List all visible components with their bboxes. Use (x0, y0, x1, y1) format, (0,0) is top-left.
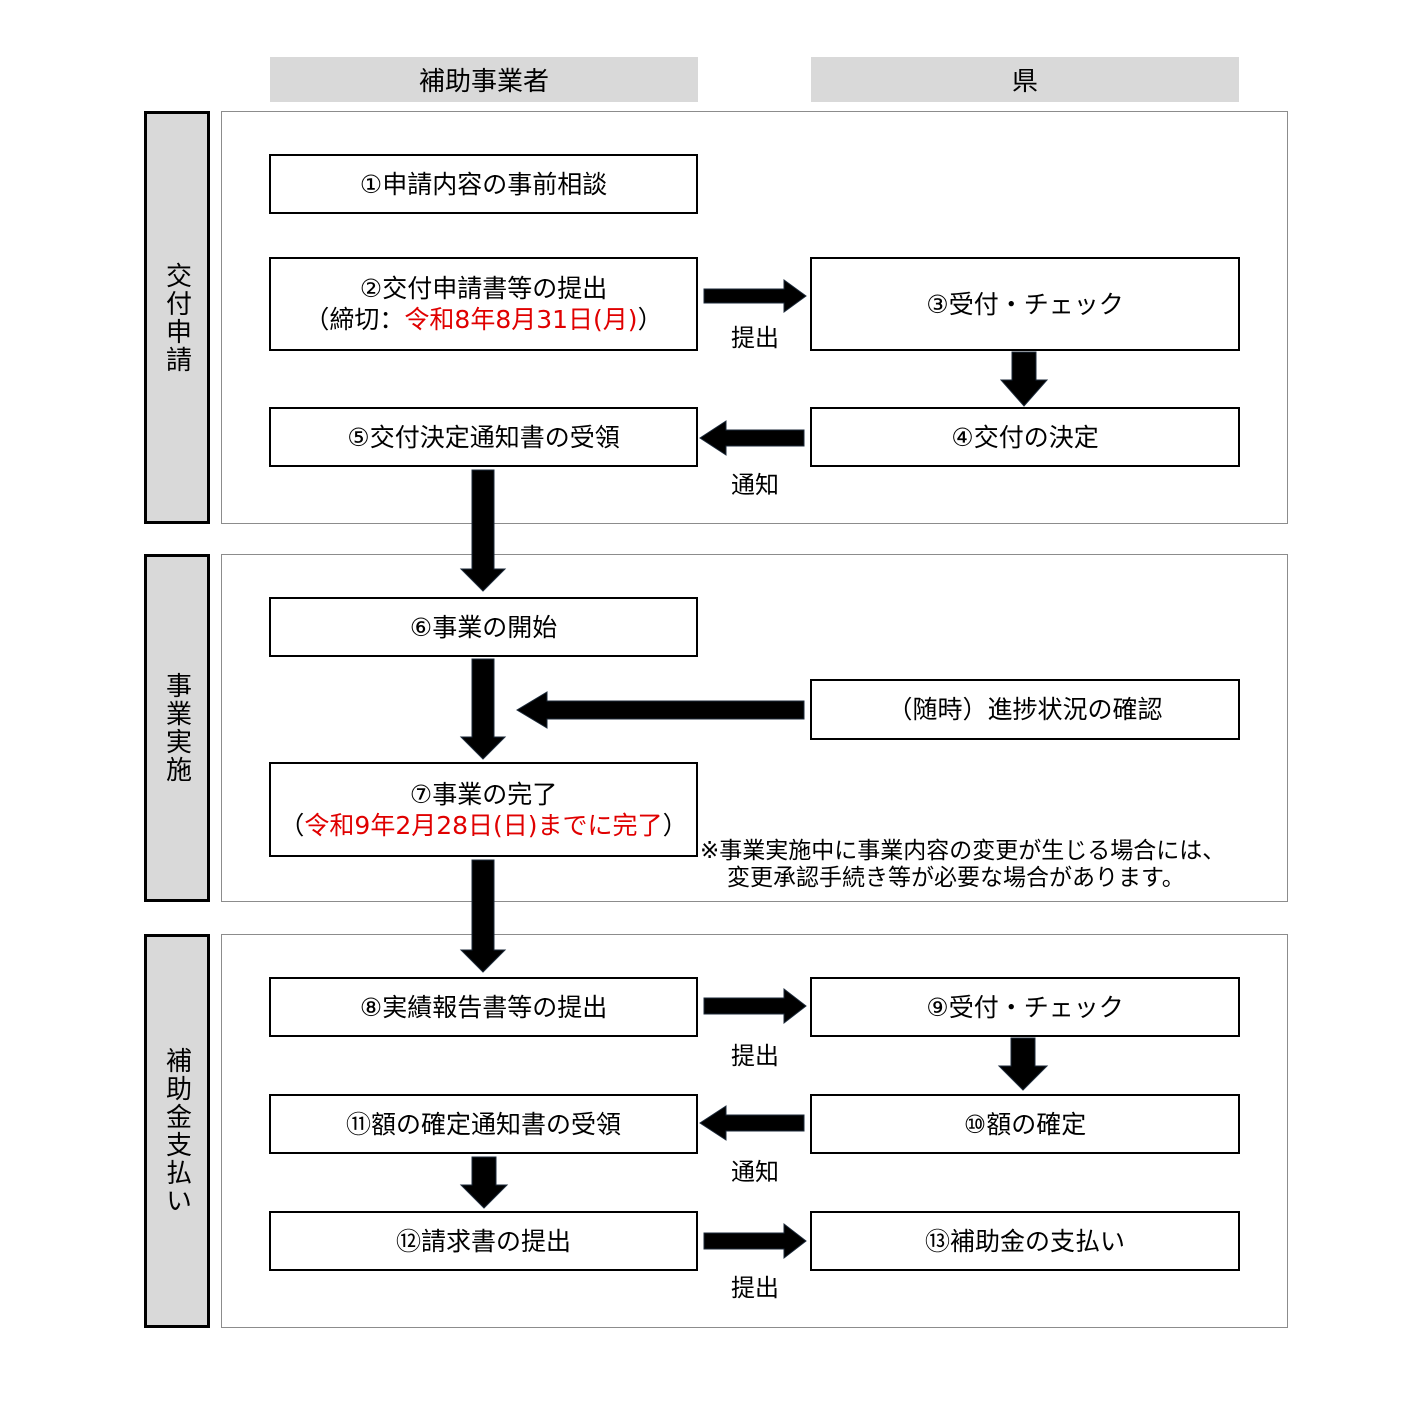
arrow-label-submit-2: 提出 (731, 1042, 779, 1070)
arrow-label-notify-2: 通知 (731, 1158, 779, 1186)
step-12-box: ⑫請求書の提出 (269, 1211, 698, 1271)
note-line-2: 変更承認手続き等が必要な場合があります。 (727, 865, 1185, 891)
column-header-applicant: 補助事業者 (270, 57, 698, 102)
arrow-down-9-to-10 (997, 1037, 1049, 1091)
paren-open: （締切： (304, 305, 405, 334)
arrow-label-notify-1: 通知 (731, 471, 779, 499)
step-8-box: ⑧実績報告書等の提出 (269, 977, 698, 1037)
arrow-label-submit-1: 提出 (731, 324, 779, 352)
phase-label-text: 交付申請 (161, 261, 192, 374)
step-10-label: ⑩額の確定 (963, 1109, 1087, 1139)
phase-label-text: 補助金支払い (161, 1047, 192, 1215)
column-header-prefecture-label: 県 (1011, 67, 1038, 97)
step-4-label: ④交付の決定 (951, 422, 1099, 452)
step-6-label: ⑥事業の開始 (409, 612, 558, 642)
column-header-prefecture: 県 (811, 57, 1239, 102)
step-9-label: ⑨受付・チェック (926, 992, 1124, 1022)
step-2-label: ②交付申請書等の提出 (359, 274, 608, 303)
progress-check-label: （随時）進捗状況の確認 (887, 695, 1163, 724)
paren-open: （ (279, 810, 305, 840)
step-1-label: ①申請内容の事前相談 (359, 169, 608, 199)
column-header-applicant-label: 補助事業者 (418, 67, 549, 97)
arrow-right-submit-2 (703, 987, 807, 1025)
step-7-label: ⑦事業の完了 (409, 779, 558, 809)
step-2-deadline-line: （締切：令和8年8月31日(月)） (304, 304, 662, 335)
progress-check-box: （随時）進捗状況の確認 (810, 679, 1240, 740)
step-7-box: ⑦事業の完了 （令和9年2月28日(日)までに完了） (269, 762, 698, 857)
step-12-label: ⑫請求書の提出 (395, 1226, 571, 1256)
phase-label-grant-application: 交付申請 (144, 111, 210, 524)
step-11-box: ⑪額の確定通知書の受領 (269, 1094, 698, 1154)
step-3-box: ③受付・チェック (810, 257, 1240, 351)
step-8-label: ⑧実績報告書等の提出 (359, 992, 608, 1022)
paren-close: ） (662, 810, 688, 840)
phase-label-project-execution: 事業実施 (144, 554, 210, 902)
step-6-box: ⑥事業の開始 (269, 597, 698, 657)
arrow-right-submit-3 (703, 1222, 807, 1260)
step-5-label: ⑤交付決定通知書の受領 (347, 422, 620, 452)
step-13-box: ⑬補助金の支払い (810, 1211, 1240, 1271)
step-5-box: ⑤交付決定通知書の受領 (269, 407, 698, 467)
arrow-down-7-to-8 (459, 859, 507, 973)
deadline-date: 令和8年8月31日(月) (404, 305, 638, 334)
step-1-box: ①申請内容の事前相談 (269, 154, 698, 214)
phase-label-subsidy-payment: 補助金支払い (144, 934, 210, 1328)
step-2-box: ②交付申請書等の提出 （締切：令和8年8月31日(月)） (269, 257, 698, 351)
arrow-down-6-to-7 (459, 658, 507, 760)
paren-close: ） (637, 305, 663, 334)
note-line-1: ※事業実施中に事業内容の変更が生じる場合には、 (700, 838, 1226, 864)
step-11-label: ⑪額の確定通知書の受領 (345, 1109, 621, 1139)
arrow-down-5-to-6 (459, 469, 507, 592)
arrow-left-notify-2 (699, 1105, 805, 1141)
step-7-deadline-line: （令和9年2月28日(日)までに完了） (279, 810, 687, 841)
phase-label-text: 事業実施 (161, 672, 192, 784)
arrow-right-submit-1 (703, 279, 807, 313)
step-9-box: ⑨受付・チェック (810, 977, 1240, 1037)
arrow-down-11-to-12 (459, 1156, 509, 1209)
step-10-box: ⑩額の確定 (810, 1094, 1240, 1154)
step-13-label: ⑬補助金の支払い (924, 1226, 1125, 1256)
arrow-left-notify-1 (699, 420, 805, 456)
change-approval-note: ※事業実施中に事業内容の変更が生じる場合には、 変更承認手続き等が必要な場合があ… (700, 838, 1275, 894)
step-4-box: ④交付の決定 (810, 407, 1240, 467)
step-3-label: ③受付・チェック (926, 289, 1124, 319)
arrow-left-progress-check (516, 691, 805, 729)
arrow-label-submit-3: 提出 (731, 1274, 779, 1302)
completion-deadline: 令和9年2月28日(日)までに完了 (304, 810, 663, 840)
arrow-down-3-to-4 (999, 351, 1049, 407)
